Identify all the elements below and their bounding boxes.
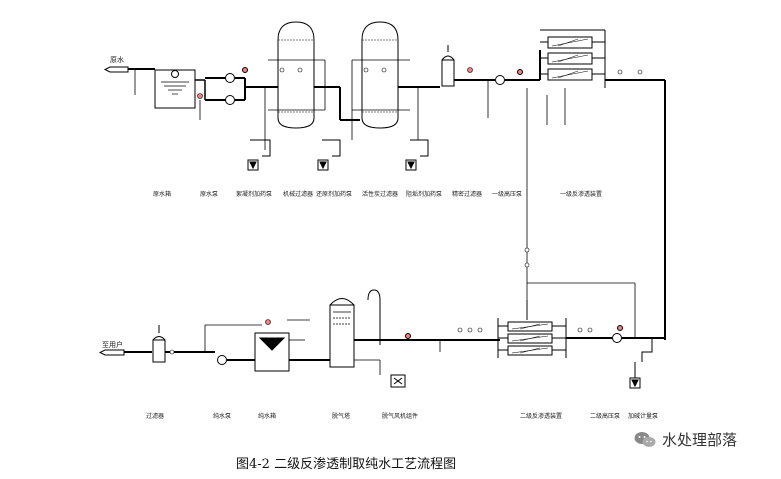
label-raw-water-pump: 原水泵 — [200, 190, 218, 198]
final-filter — [152, 325, 166, 363]
to-user-outlet-arrow — [98, 349, 125, 356]
pure-water-tank — [254, 332, 290, 372]
first-stage-pump-icon — [495, 75, 505, 85]
flocculant-dosing-tank — [247, 139, 271, 171]
label-antiscalant-pump: 阻垢剂加药泵 — [406, 190, 442, 198]
alkali-dosing-tank — [629, 338, 653, 389]
label-reductant-pump: 还原剂加药泵 — [316, 190, 352, 198]
degassing-tower — [329, 298, 355, 368]
figure-caption: 图4-2 二级反渗透制取纯水工艺流程图 — [236, 457, 457, 472]
antiscalant-dosing-tank — [405, 139, 429, 171]
label-precision-filter: 精密过滤器 — [452, 190, 482, 198]
activated-carbon-filter — [361, 21, 399, 129]
label-carbon-filter: 活性炭过滤器 — [362, 190, 398, 198]
to-user-label: 至用户 — [102, 340, 123, 349]
second-stage-ro-unit — [497, 318, 567, 358]
label-flocculant-pump: 絮凝剂加药泵 — [236, 190, 272, 198]
label-pure-water-tank: 纯水箱 — [258, 412, 276, 420]
reductant-dosing-tank — [317, 139, 341, 171]
second-stage-pump-icon — [612, 333, 622, 343]
wechat-icon — [634, 431, 656, 447]
label-second-stage-ro: 二级反渗透装置 — [520, 412, 562, 420]
label-second-stage-pump: 二级高压泵 — [590, 412, 620, 420]
watermark-text: 水处理部落 — [662, 431, 738, 449]
label-mechanical-filter: 机械过滤器 — [283, 190, 313, 198]
label-alkali-pump: 加碱计量泵 — [628, 412, 658, 420]
first-stage-ro-unit — [540, 29, 606, 88]
watermark: 水处理部落 — [634, 429, 737, 450]
label-degassing-fan: 脱气风机组件 — [382, 412, 418, 420]
raw-water-label: 原水 — [110, 55, 124, 64]
label-first-stage-pump: 一级高压泵 — [492, 190, 522, 198]
precision-filter — [441, 45, 455, 87]
label-raw-water-tank: 原水箱 — [153, 190, 171, 198]
mechanical-filter — [277, 21, 315, 129]
label-final-filter: 过滤器 — [146, 412, 164, 420]
raw-water-inlet-arrow — [103, 66, 129, 73]
raw-water-pump-icon — [225, 73, 235, 105]
label-first-stage-ro: 一级反渗透装置 — [560, 190, 602, 198]
label-degassing-tower: 脱气塔 — [332, 412, 350, 420]
label-pure-water-pump: 纯水泵 — [213, 412, 231, 420]
top-equipment-labels: 原水 原水箱 原水泵 絮凝剂加药泵 机械过滤器 还原剂加药泵 活性炭过滤器 阻垢… — [110, 55, 602, 198]
pure-water-pump-icon — [217, 355, 227, 365]
bottom-equipment-labels: 至用户 过滤器 纯水泵 纯水箱 脱气塔 脱气风机组件 二级反渗透装置 二级高压泵… — [102, 340, 658, 420]
degassing-fan-icon — [390, 374, 406, 388]
